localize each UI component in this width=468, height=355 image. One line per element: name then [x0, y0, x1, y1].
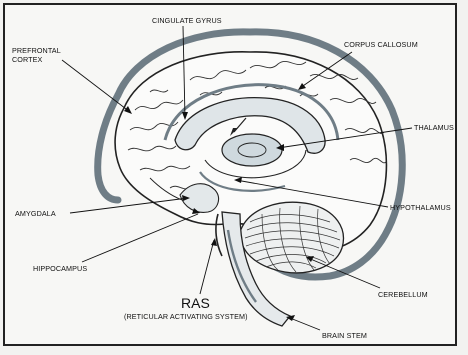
label-cerebellum: CEREBELLUM [378, 290, 428, 299]
label-hippocampus: HIPPOCAMPUS [33, 264, 87, 273]
label-ras-full: (RETICULAR ACTIVATING SYSTEM) [124, 312, 248, 321]
cerebellum-shape [240, 202, 343, 273]
label-prefrontal-cortex-line2: CORTEX [12, 55, 42, 64]
label-amygdala: AMYGDALA [15, 209, 56, 218]
label-prefrontal-cortex-line1: PREFRONTAL [12, 46, 61, 55]
label-thalamus: THALAMUS [414, 123, 454, 132]
label-corpus-callosum: CORPUS CALLOSUM [344, 40, 418, 49]
label-brain-stem: BRAIN STEM [322, 331, 367, 340]
thalamus-shape [222, 134, 282, 166]
label-ras: RAS [181, 296, 210, 311]
label-hypothalamus: HYPOTHALAMUS [390, 203, 451, 212]
label-cingulate-gyrus: CINGULATE GYRUS [152, 16, 222, 25]
